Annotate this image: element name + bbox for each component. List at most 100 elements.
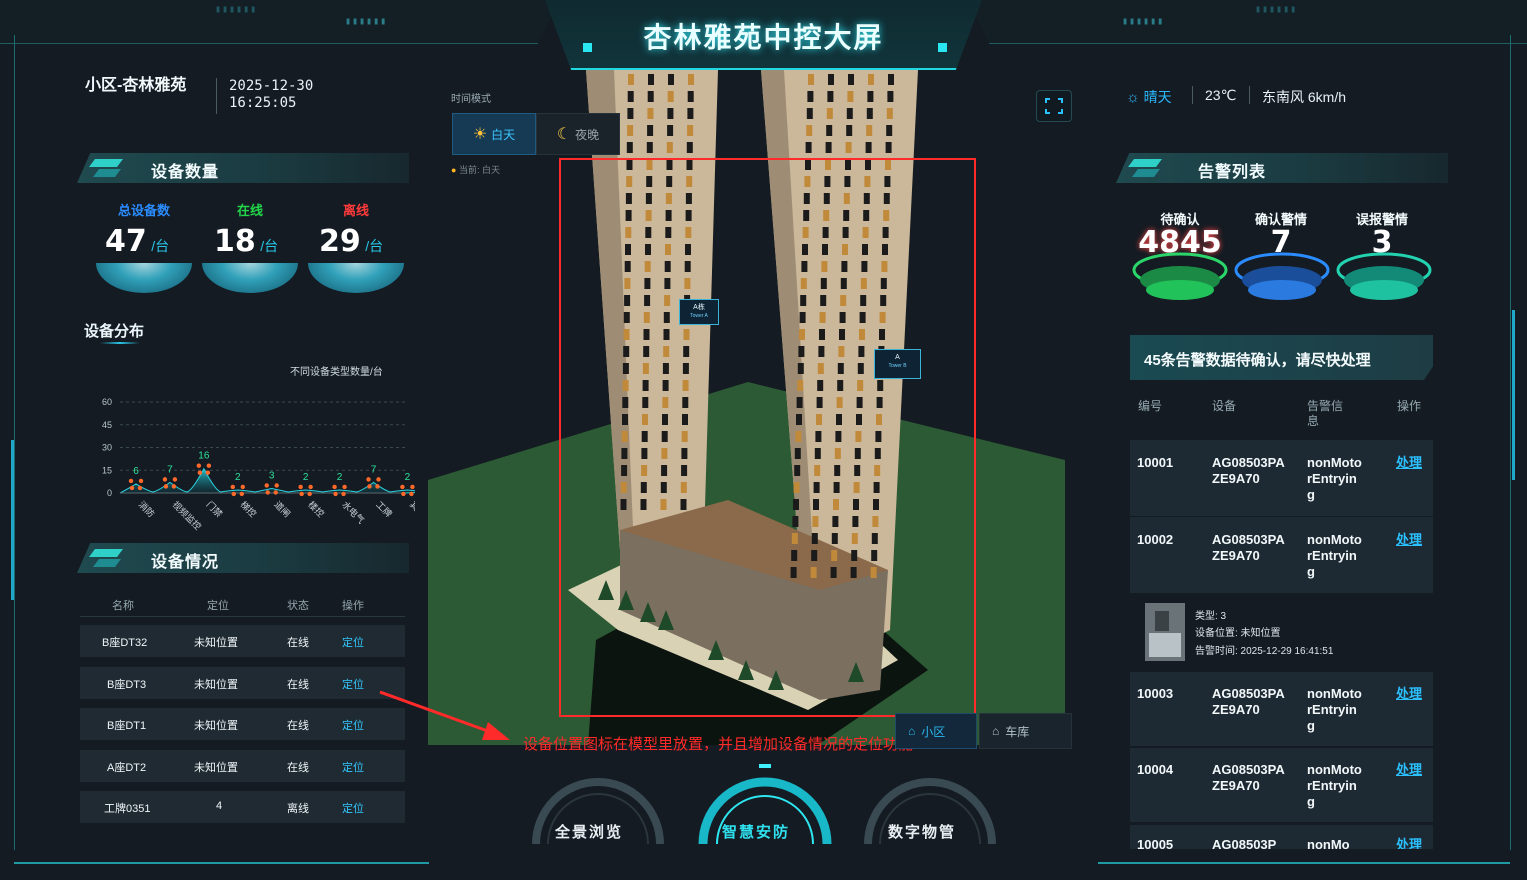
nav-property[interactable]: 数字物管 bbox=[888, 824, 957, 841]
night-mode-button[interactable]: ☾ 夜晚 bbox=[536, 113, 620, 155]
alarm-id: 10001 bbox=[1137, 455, 1174, 470]
data-label: 7 bbox=[371, 464, 377, 475]
building-3d-scene[interactable] bbox=[428, 70, 1065, 745]
x-tick-label: 视频监控 bbox=[171, 499, 204, 532]
community-name: 小区-杏林雅苑 bbox=[85, 77, 187, 94]
device-name: B座DT32 bbox=[102, 637, 148, 649]
alarm-detail: 类型: 3 设备位置: 未知位置 告警时间: 2025-12-29 16:41:… bbox=[1130, 593, 1433, 663]
zone-tab-garage[interactable]: ⌂ 车库 bbox=[979, 713, 1072, 749]
handle-button[interactable]: 处理 bbox=[1396, 532, 1423, 547]
alarm-row[interactable]: 10005 AG08503P nonMo 处理 bbox=[1130, 825, 1433, 849]
weather-divider bbox=[1192, 86, 1193, 104]
locate-button[interactable]: 定位 bbox=[342, 720, 364, 732]
handle-button[interactable]: 处理 bbox=[1396, 762, 1423, 777]
x-tick-label: 工牌 bbox=[374, 499, 395, 520]
device-location: 未知位置 bbox=[194, 720, 238, 732]
col-info: 告警信息 bbox=[1307, 399, 1344, 428]
data-label: 2 bbox=[337, 472, 343, 483]
offline-label: 离线 bbox=[342, 203, 369, 218]
nav-security[interactable]: 智慧安防 bbox=[722, 824, 791, 841]
alarm-detail-location: 设备位置: 未知位置 bbox=[1195, 628, 1281, 639]
alarm-snapshot-thumbnail[interactable] bbox=[1145, 603, 1185, 661]
alarm-row[interactable]: 10002 AG08503PAZE9A70 nonMotorEntrying 处… bbox=[1130, 517, 1433, 593]
alarm-id: 10004 bbox=[1137, 762, 1174, 777]
handle-button[interactable]: 处理 bbox=[1396, 455, 1423, 470]
table-row[interactable]: 工牌0351 4 离线 定位 bbox=[80, 791, 405, 823]
locate-button[interactable]: 定位 bbox=[342, 679, 364, 691]
tower-b-marker-label: A bbox=[895, 354, 900, 361]
data-point-marker bbox=[128, 478, 144, 491]
alarm-list-title: 告警列表 bbox=[1198, 164, 1267, 181]
tower-b-marker[interactable]: A Tower B bbox=[874, 349, 921, 379]
col-action: 操作 bbox=[342, 600, 364, 612]
col-operation: 操作 bbox=[1397, 399, 1422, 413]
alarm-info: nonMotorEntrying bbox=[1307, 455, 1362, 502]
pending-label: 待确认 bbox=[1160, 212, 1200, 227]
col-device: 设备 bbox=[1212, 399, 1237, 413]
locate-button[interactable]: 定位 bbox=[342, 637, 364, 649]
x-tick-label: 水电气 bbox=[340, 499, 367, 526]
nav-panorama[interactable]: 全景浏览 bbox=[555, 824, 624, 841]
alarm-row[interactable]: 10003 AG08503PAZE9A70 nonMotorEntrying 处… bbox=[1130, 672, 1433, 746]
device-state: 在线 bbox=[287, 762, 309, 774]
col-location: 定位 bbox=[207, 600, 229, 612]
header-left-wing bbox=[0, 0, 560, 44]
data-label: 2 bbox=[303, 472, 309, 483]
x-tick-label: 其他 bbox=[408, 499, 415, 520]
alarm-row[interactable]: 10001 AG08503PAZE9A70 nonMotorEntrying 处… bbox=[1130, 440, 1433, 516]
title-deco-left bbox=[583, 43, 592, 52]
data-label: 3 bbox=[269, 470, 275, 481]
table-row[interactable]: B座DT1 未知位置 在线 定位 bbox=[80, 708, 405, 740]
locate-button[interactable]: 定位 bbox=[342, 762, 364, 774]
header-right-wing bbox=[967, 0, 1527, 44]
table-row[interactable]: B座DT3 未知位置 在线 定位 bbox=[80, 667, 405, 699]
nav-panorama-arc bbox=[532, 778, 664, 845]
handle-button[interactable]: 处理 bbox=[1396, 837, 1423, 849]
device-name: B座DT1 bbox=[107, 720, 147, 732]
current-mode-label: 当前: 白天 bbox=[458, 165, 500, 175]
confirmed-ring bbox=[1234, 252, 1330, 300]
data-point-marker bbox=[196, 463, 212, 475]
y-tick-label: 15 bbox=[102, 465, 112, 475]
alarm-info: nonMotorEntrying bbox=[1307, 686, 1362, 733]
device-count-title: 设备数量 bbox=[151, 164, 220, 181]
alarm-row[interactable]: 10004 AG08503PAZE9A70 nonMotorEntrying 处… bbox=[1130, 748, 1433, 822]
handle-button[interactable]: 处理 bbox=[1396, 686, 1423, 701]
online-label: 在线 bbox=[236, 203, 263, 218]
sun-icon: ☀ bbox=[472, 126, 488, 143]
x-tick-label: 消防 bbox=[137, 499, 158, 520]
selection-highlight-box bbox=[559, 158, 976, 717]
data-label: 16 bbox=[198, 451, 210, 462]
data-label: 7 bbox=[167, 464, 173, 475]
device-name: 工牌0351 bbox=[104, 803, 151, 815]
day-mode-button[interactable]: ☀ 白天 bbox=[452, 113, 536, 155]
x-tick-label: 道闸 bbox=[272, 499, 293, 520]
home-icon: ⌂ bbox=[908, 724, 916, 738]
table-row[interactable]: A座DT2 未知位置 在线 定位 bbox=[80, 750, 405, 782]
col-status: 状态 bbox=[287, 600, 309, 612]
table-row[interactable]: B座DT32 未知位置 在线 定位 bbox=[80, 625, 405, 657]
header-stripe-right: ▮▮▮▮▮▮ bbox=[1122, 16, 1165, 27]
alarm-info: nonMo bbox=[1307, 837, 1350, 849]
section-logo-icon bbox=[89, 159, 123, 177]
tower-a-marker-label: A栋 bbox=[693, 304, 705, 311]
alarm-detail-type: 类型: 3 bbox=[1195, 611, 1227, 622]
total-devices-label: 总设备数 bbox=[117, 203, 170, 218]
zone-tab-community-label: 小区 bbox=[921, 724, 946, 739]
online-dome bbox=[202, 263, 298, 293]
data-point-marker bbox=[230, 484, 245, 497]
device-location: 4 bbox=[216, 800, 223, 812]
tower-a-marker[interactable]: A栋 Tower A bbox=[679, 299, 719, 325]
device-status-header: 设备情况 bbox=[77, 543, 409, 573]
zone-tab-garage-label: 车库 bbox=[1005, 724, 1030, 739]
zone-tab-community[interactable]: ⌂ 小区 bbox=[895, 713, 977, 749]
moon-icon: ☾ bbox=[556, 126, 572, 143]
fullscreen-button[interactable] bbox=[1036, 90, 1072, 122]
alarm-id: 10005 bbox=[1137, 837, 1174, 849]
device-distribution-title: 设备分布 bbox=[84, 323, 145, 340]
annotation-arrow-icon bbox=[379, 690, 510, 740]
frame-bottom-left bbox=[14, 862, 429, 864]
col-id: 编号 bbox=[1138, 399, 1163, 413]
locate-button[interactable]: 定位 bbox=[342, 803, 364, 815]
